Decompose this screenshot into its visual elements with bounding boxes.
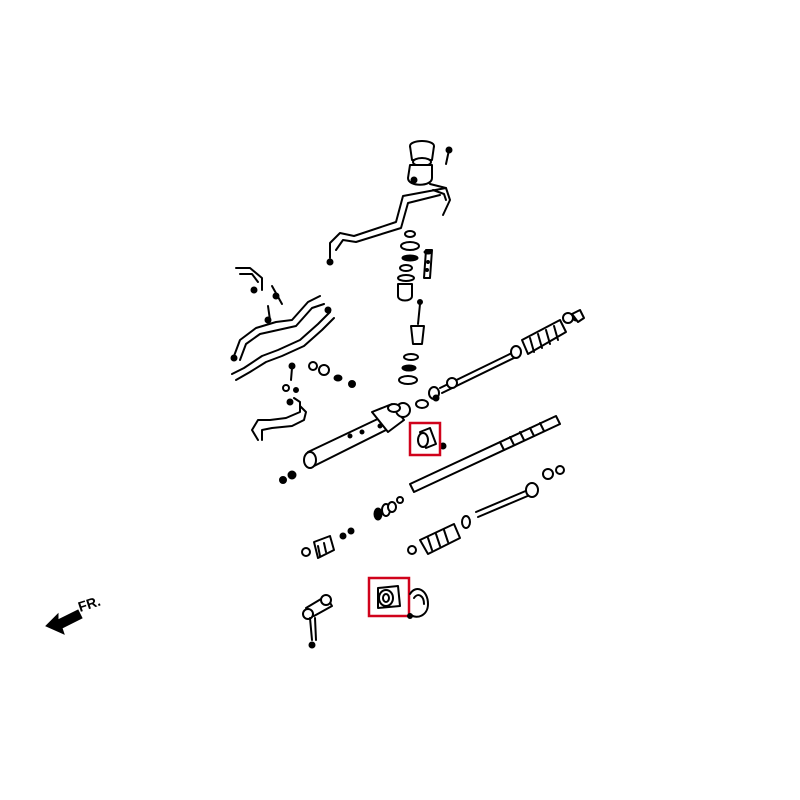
mount-clamp <box>407 588 429 619</box>
mount-bushing <box>377 585 401 609</box>
reservoir-inlet-fitting <box>407 140 435 186</box>
lower-return-line <box>251 397 307 441</box>
highlight-box-upper <box>408 421 442 457</box>
highlight-box-lower <box>367 576 411 618</box>
front-direction-label: FR. <box>76 593 102 615</box>
rack-bar <box>396 415 561 504</box>
pinion-shaft <box>398 299 425 385</box>
left-pressure-lines <box>230 267 335 381</box>
left-tie-rod-lower <box>475 465 565 518</box>
left-boot-lower <box>407 515 471 555</box>
rack-housing <box>303 394 440 469</box>
front-direction-indicator: FR. <box>45 593 102 635</box>
upper-pressure-line <box>326 183 451 266</box>
front-arrow-icon <box>45 609 83 635</box>
rack-end-seals <box>279 470 297 484</box>
pinion-valve-stack <box>397 230 433 302</box>
fitting-bolt <box>445 146 453 165</box>
tie-rod-end <box>302 594 333 649</box>
rack-housing-bushing <box>417 427 447 450</box>
lower-seal-set <box>301 501 397 559</box>
union-fittings <box>282 361 356 393</box>
right-tie-rod-upper <box>428 309 585 400</box>
